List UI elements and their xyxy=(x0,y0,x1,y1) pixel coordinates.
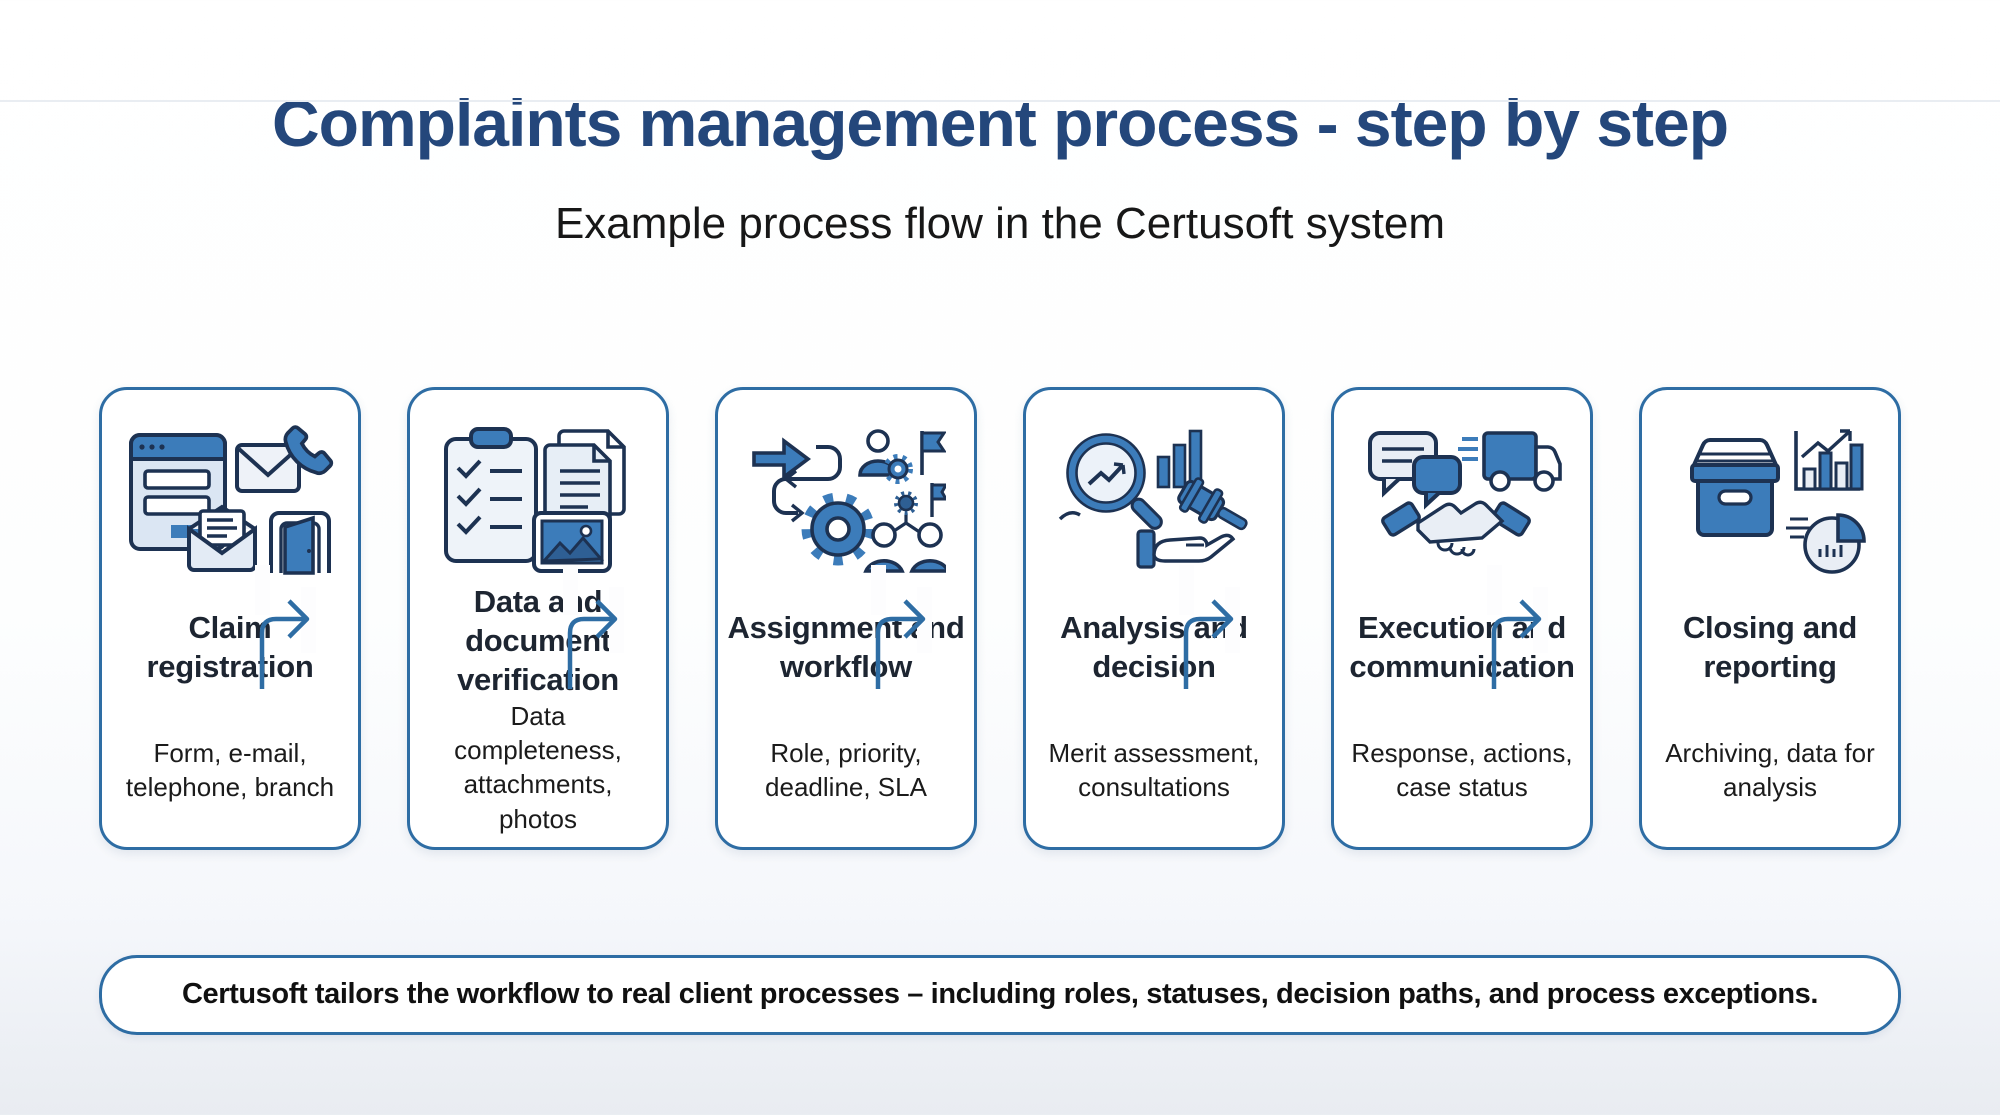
footer-note-box: Certusoft tailors the workflow to real c… xyxy=(99,954,1901,1035)
team-hierarchy-icon xyxy=(863,490,946,573)
step-card-closing-reporting: Closing and reporting Archiving, data fo… xyxy=(1639,386,1901,850)
magnifier-chart-icon xyxy=(1058,432,1163,530)
bar-chart-icon xyxy=(1156,429,1203,488)
header: Complaints management process - step by … xyxy=(0,86,2000,251)
door-icon xyxy=(269,510,331,575)
step-title: Claim registration xyxy=(146,609,314,684)
step-icons-claim-registration xyxy=(125,424,335,575)
step-card-execution-communication: Execution and communication Response, ac… xyxy=(1331,386,1593,850)
step-icons-closing-reporting xyxy=(1670,424,1870,574)
step-icons-data-document-verification xyxy=(438,424,638,574)
chat-bubbles-icon xyxy=(1368,430,1462,510)
phone-icon xyxy=(283,424,334,475)
step-card-data-document-verification: Data and document verification Data comp… xyxy=(407,386,669,850)
step-card-claim-registration: Claim registration Form, e-mail, telepho… xyxy=(99,386,361,850)
gear-icon xyxy=(801,492,875,566)
delivery-truck-icon xyxy=(1458,430,1562,492)
top-divider xyxy=(0,100,2000,102)
user-gear-icon xyxy=(858,428,913,484)
flow-arrow-icon xyxy=(871,564,932,689)
step-description: Archiving, data for analysis xyxy=(1665,737,1875,803)
flow-arrow-icon xyxy=(255,564,316,689)
handshake-icon xyxy=(1381,500,1531,557)
checklist-clipboard-icon xyxy=(444,426,538,563)
step-description: Form, e-mail, telephone, branch xyxy=(125,737,335,803)
photo-icon xyxy=(532,510,612,573)
workflow-icons xyxy=(752,428,946,573)
step-icons-analysis-decision xyxy=(1054,424,1254,574)
verification-icons xyxy=(444,426,626,573)
analysis-icons xyxy=(1058,429,1248,569)
pie-chart-icon xyxy=(1786,512,1866,574)
archive-box-icon xyxy=(1690,437,1780,537)
envelope-icon xyxy=(235,442,301,493)
step-title: Data and document verification xyxy=(457,583,619,697)
page-title: Complaints management process - step by … xyxy=(271,86,1729,160)
flow-arrow-icon xyxy=(1179,564,1240,689)
gavel-icon xyxy=(1177,476,1248,530)
closing-icons xyxy=(1690,428,1866,574)
open-envelope-icon xyxy=(187,504,257,572)
step-title: Closing and reporting xyxy=(1682,609,1858,684)
flow-arrow-icon xyxy=(563,564,624,689)
step-icons-assignment-workflow xyxy=(746,424,946,574)
step-icons-execution-communication xyxy=(1362,424,1562,574)
footer-note: Certusoft tailors the workflow to real c… xyxy=(181,978,1819,1011)
workflow-arrows-icon xyxy=(752,437,842,523)
documents-icon xyxy=(543,428,626,532)
step-description: Merit assessment, consultations xyxy=(1048,737,1260,803)
page-subtitle: Example process flow in the Certusoft sy… xyxy=(554,198,1446,248)
step-title: Analysis and decision xyxy=(1060,609,1248,684)
execution-icons xyxy=(1368,430,1562,557)
process-steps-row: Claim registration Form, e-mail, telepho… xyxy=(0,386,2000,850)
hand-icon xyxy=(1136,529,1236,569)
flag-icon xyxy=(920,430,946,517)
step-description: Response, actions, case status xyxy=(1351,737,1573,803)
step-description: Role, priority, deadline, SLA xyxy=(765,737,927,803)
step-card-analysis-decision: Analysis and decision Merit assessment, … xyxy=(1023,386,1285,850)
growth-chart-icon xyxy=(1794,428,1864,491)
claim-registration-icons xyxy=(129,424,334,575)
step-description: Data completeness, attachments, photos xyxy=(454,700,622,834)
flow-arrow-icon xyxy=(1487,564,1548,689)
